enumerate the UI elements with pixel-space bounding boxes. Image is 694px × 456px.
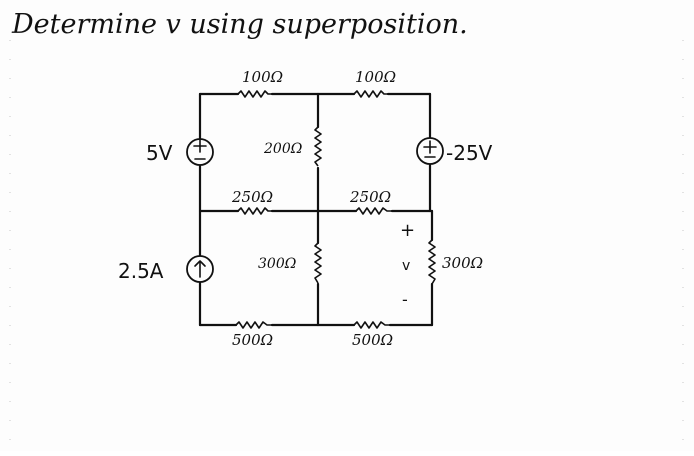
label-r-bottom-left: 500Ω [232,331,273,349]
label-r-top-right: 100Ω [355,68,396,86]
resistor-mid-left [237,207,272,215]
label-v-name: v [402,258,410,274]
resistor-top-left [237,90,272,98]
label-r-top-left: 100Ω [242,68,283,86]
label-r-bottom-right: 500Ω [352,331,393,349]
label-v-minus: - [402,290,408,309]
label-current-source: 2.5A [118,259,164,283]
label-voltage-source-right: -25V [446,141,493,165]
problem-title: Determine v using superposition. [11,9,468,40]
label-r-center-bottom: 300Ω [258,256,297,272]
resistor-center-top [314,126,322,167]
resistor-center-bottom [314,242,322,284]
resistor-right-bottom [428,239,436,285]
label-r-right-bottom: 300Ω [442,254,483,272]
resistor-bottom-left [235,321,272,329]
label-v-plus: + [400,220,415,241]
label-r-mid-right: 250Ω [349,188,391,206]
label-r-mid-left: 250Ω [231,188,273,206]
resistor-top-right [353,90,388,98]
voltage-source-right [416,137,444,165]
resistor-mid-right [355,207,392,215]
label-r-center-top: 200Ω [263,141,303,157]
resistor-bottom-right [353,321,390,329]
voltage-source-left [186,138,214,166]
current-source [186,255,214,283]
label-voltage-source-left: 5V [146,141,173,165]
right-vertical-wire [428,92,434,327]
